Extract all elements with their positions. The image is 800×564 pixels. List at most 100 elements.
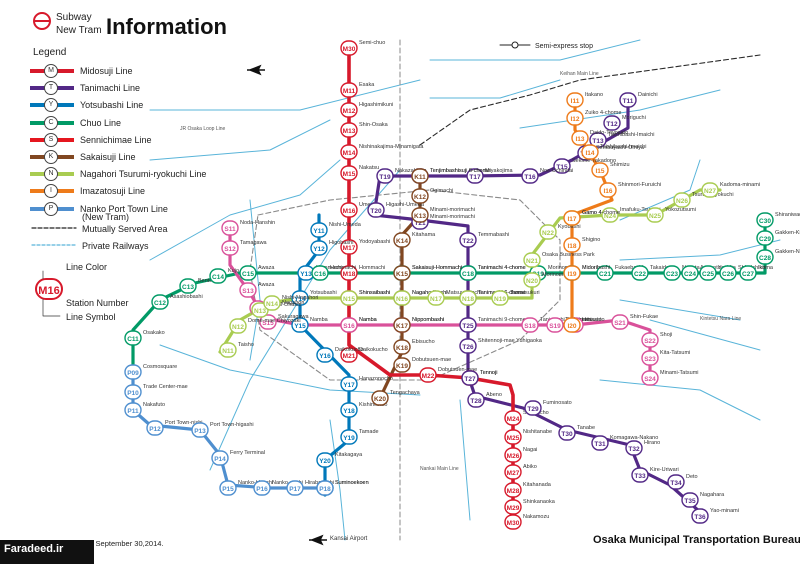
station-code-p09: P09 [127, 370, 139, 377]
station-name-i15: Shimizu [610, 162, 630, 168]
station-code-k12: K12 [414, 194, 426, 201]
label-keihan-line: Keihan Main Line [560, 71, 599, 77]
station-name-p18: Suminoekoen [335, 480, 369, 486]
station-marker-y16 [316, 347, 334, 363]
station-name-n21: Osaka Business Park [542, 252, 595, 258]
station-name-m28: Kitahanada [523, 482, 552, 488]
station-code-k20: K20 [374, 396, 386, 403]
station-code-p14: P14 [214, 456, 226, 463]
station-name-n22: Kyobashi [558, 224, 581, 230]
station-code-k15: K15 [396, 271, 408, 278]
station-marker-s21 [611, 314, 629, 330]
station-code-k13: K13 [414, 213, 426, 220]
legend-line-color: N [30, 166, 74, 181]
midosuji-line [347, 43, 515, 527]
station-name-t36: Yao-minami [710, 508, 739, 514]
airport-icon-kansai [309, 534, 327, 546]
station-marker-t30 [558, 425, 576, 441]
station-name-i17: Gamo 4-chome [582, 210, 620, 216]
station-name-t22: Temmabashi [478, 232, 509, 238]
legend-line-label: Midosuji Line [80, 65, 133, 76]
station-name-i16: Shinmori-Furuichi [618, 182, 661, 188]
station-marker-c25 [699, 265, 717, 281]
private-railway-4 [429, 79, 561, 99]
station-marker-n26 [673, 192, 691, 208]
station-marker-t26 [459, 338, 477, 354]
private-railway-8 [459, 399, 471, 521]
station-marker-s19 [546, 317, 564, 333]
station-name-c14: Kujo [228, 268, 239, 274]
station-name-m30: Semi-chuo [359, 40, 385, 46]
legend-line-color: C [30, 115, 74, 130]
station-name-i18: Shigino [582, 237, 600, 243]
station-marker-s22 [641, 332, 659, 348]
station-marker-i15 [591, 162, 609, 178]
station-code-y15: Y15 [294, 323, 306, 330]
station-marker-t12 [603, 115, 621, 131]
station-name-t18: Tenjimbashisuji 6-chome [430, 168, 490, 174]
legend-line-label: Nagahori Tsurumi-ryokuchi Line [80, 168, 207, 179]
station-name-i20: Imazato [582, 317, 602, 323]
station-marker-m22 [419, 367, 437, 383]
station-marker-i13 [571, 130, 589, 146]
footer-bureau: Osaka Municipal Transportation Bureau [593, 534, 800, 546]
station-name-n20: Morinomiya [542, 272, 571, 278]
legend-line-symbol: N [44, 166, 58, 181]
station-marker-m26 [504, 447, 522, 463]
station-name-p16: Nanko-guchi [272, 480, 303, 486]
station-name-t30: Tanabe [577, 425, 595, 431]
legend-line-label: Imazatosuji Line [80, 185, 146, 196]
station-name-t20: Higashi-Umeda [386, 202, 425, 208]
station-marker-n17 [427, 290, 445, 306]
station-code-c16: C16 [314, 271, 326, 278]
station-name-n13: Nishi-Ohashi [270, 302, 301, 308]
station-code-c27: C27 [742, 271, 754, 278]
station-marker-m24 [504, 410, 522, 426]
station-code-t25: T25 [462, 323, 474, 330]
station-code-t13: T13 [592, 138, 604, 145]
legend-line-symbol: M [44, 63, 58, 78]
header-subway-label: Subway [56, 12, 92, 23]
page-title: Information [106, 14, 227, 39]
watermark-text: Faradeed.ir [4, 543, 64, 555]
station-name-t32: Hirano [644, 440, 660, 446]
private-railway-9 [599, 379, 761, 421]
station-name-c30: Shiraniwadai [775, 212, 800, 218]
legend-line-symbol: K [44, 149, 58, 164]
station-name-c18: Tanimachi 4-chome [478, 265, 526, 271]
station-name-c17: Sakaisuji-Hommachi [412, 265, 462, 271]
footer-date-note: The data is as of September 30,2014. [38, 539, 164, 548]
label-kintetsu-line: Kintetsu Nara Line [700, 316, 741, 322]
station-name-p11: Nakafuto [143, 402, 165, 408]
station-name-s11: Noda-Hanshin [240, 220, 275, 226]
legend-mutual: Mutually Served Area [82, 224, 168, 234]
station-marker-k11 [411, 168, 429, 184]
station-marker-i20 [563, 317, 581, 333]
station-code-m24: M24 [507, 416, 520, 423]
station-code-i14: I14 [585, 150, 594, 157]
station-name-k15: Sakaisuji-Hommachi [412, 265, 462, 271]
station-name-m14: Nishinakajima-Minamigata [359, 144, 424, 150]
station-code-s21: S21 [614, 320, 626, 327]
station-code-n21: N21 [526, 258, 538, 265]
station-marker-k13 [411, 207, 429, 223]
station-code-s13: S13 [242, 288, 254, 295]
private-railway-5 [519, 89, 721, 129]
station-marker-n21 [523, 252, 541, 268]
legend-line-symbol: C [44, 115, 58, 130]
station-name-i13: Daido-Toyosato [590, 130, 628, 136]
station-code-s16: S16 [343, 323, 355, 330]
legend-line-color: I [30, 183, 74, 198]
station-name-y16: Daikokucho [335, 347, 364, 353]
station-name-s20: Imazato [585, 317, 605, 323]
station-marker-n11 [219, 342, 237, 358]
station-marker-m15 [340, 165, 358, 181]
station-code-m27: M27 [507, 470, 520, 477]
station-marker-c18 [459, 265, 477, 281]
legend-line-color: K [30, 149, 74, 164]
station-code-c23: C23 [666, 271, 678, 278]
station-marker-m16 [340, 202, 358, 218]
station-name-y17: Hanazonocho [359, 376, 393, 382]
station-name-t31: Komagawa-Nakano [610, 435, 658, 441]
